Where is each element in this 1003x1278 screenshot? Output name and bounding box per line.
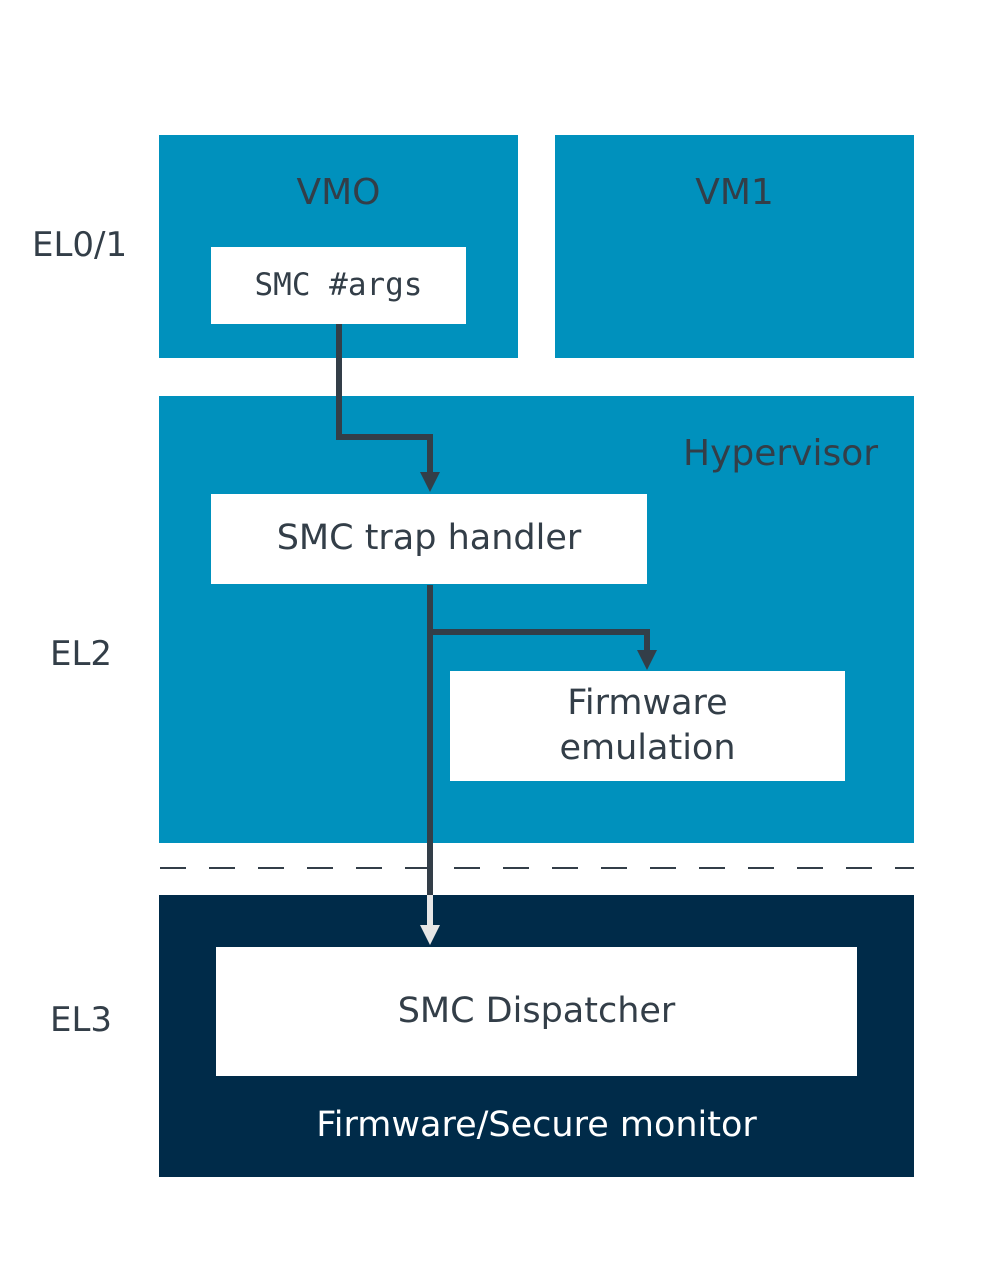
arrowhead-emulation: [637, 650, 657, 670]
hypervisor-title: Hypervisor: [683, 433, 879, 474]
firmware-emulation-label: Firmware emulation: [559, 682, 736, 769]
level-label-el01: EL0/1: [32, 225, 128, 265]
smc-args-box: SMC #args: [211, 247, 466, 324]
trap-handler-box: SMC trap handler: [211, 494, 647, 584]
vm0-title: VMO: [296, 172, 381, 213]
arrow-trap-to-emulation: [430, 629, 650, 652]
vm1-title: VM1: [695, 172, 774, 213]
arrow-smc-to-trap-handler: [336, 324, 433, 474]
smc-dispatcher-label: SMC Dispatcher: [397, 990, 676, 1031]
hypervisor-box: Hypervisor SMC trap handler Firmware emu…: [159, 396, 914, 843]
vm1-box: VM1: [555, 135, 914, 358]
arrowhead-dispatcher: [420, 925, 440, 945]
vm0-box: VMO SMC #args: [159, 135, 518, 358]
level-label-el3: EL3: [50, 1000, 113, 1040]
smc-args-label: SMC #args: [254, 267, 423, 304]
trap-handler-label: SMC trap handler: [276, 518, 582, 559]
secure-monitor-box: SMC Dispatcher Firmware/Secure monitor: [159, 895, 914, 1177]
smc-dispatcher-box: SMC Dispatcher: [216, 947, 857, 1076]
firmware-emulation-box: Firmware emulation: [450, 671, 845, 781]
level-label-el2: EL2: [50, 634, 113, 674]
secure-monitor-title: Firmware/Secure monitor: [316, 1105, 757, 1145]
arrowhead-trap-handler: [420, 472, 440, 492]
